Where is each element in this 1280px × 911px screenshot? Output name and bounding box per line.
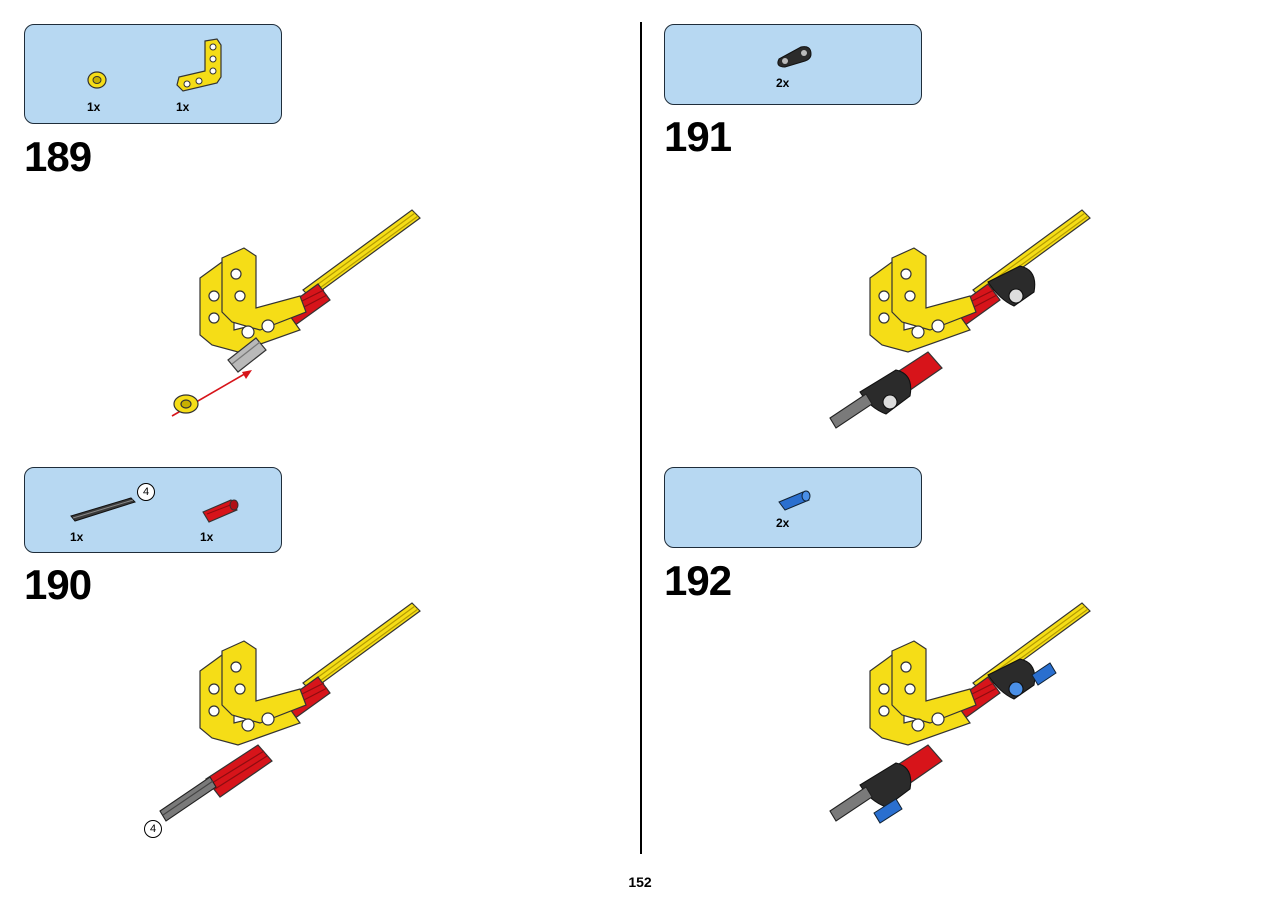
axle-length-badge: 4 — [144, 820, 162, 838]
blue-pin-icon — [778, 490, 811, 511]
yellow-angle-beam-icon — [176, 38, 222, 92]
page-number: 152 — [628, 874, 652, 890]
quantity-label: 1x — [200, 530, 214, 544]
step-number: 191 — [664, 113, 732, 160]
assembly-illustration-step-189 — [171, 209, 424, 417]
quantity-label: 2x — [776, 516, 790, 530]
black-axle-4-icon — [70, 497, 136, 522]
page-divider — [640, 22, 642, 854]
assembly-illustration-step-192 — [829, 602, 1094, 824]
assembly-illustration-step-190 — [159, 602, 424, 822]
black-cross-block-icon — [777, 46, 812, 68]
parts-callout-step-190: 4 1x 1x — [24, 467, 282, 553]
assembly-illustration-step-191 — [829, 209, 1094, 429]
quantity-label: 1x — [87, 100, 101, 114]
step-number: 190 — [24, 561, 92, 608]
red-axle-connector-icon — [202, 499, 239, 523]
axle-length-badge: 4 — [137, 483, 155, 501]
step-number: 192 — [664, 557, 732, 604]
quantity-label: 2x — [776, 76, 790, 90]
quantity-label: 1x — [70, 530, 84, 544]
parts-callout-step-189: 1x 1x — [24, 24, 282, 124]
yellow-bush-icon — [87, 71, 107, 89]
quantity-label: 1x — [176, 100, 190, 114]
parts-callout-step-191: 2x — [664, 24, 922, 105]
parts-callout-step-192: 2x — [664, 467, 922, 548]
step-number: 189 — [24, 133, 92, 180]
